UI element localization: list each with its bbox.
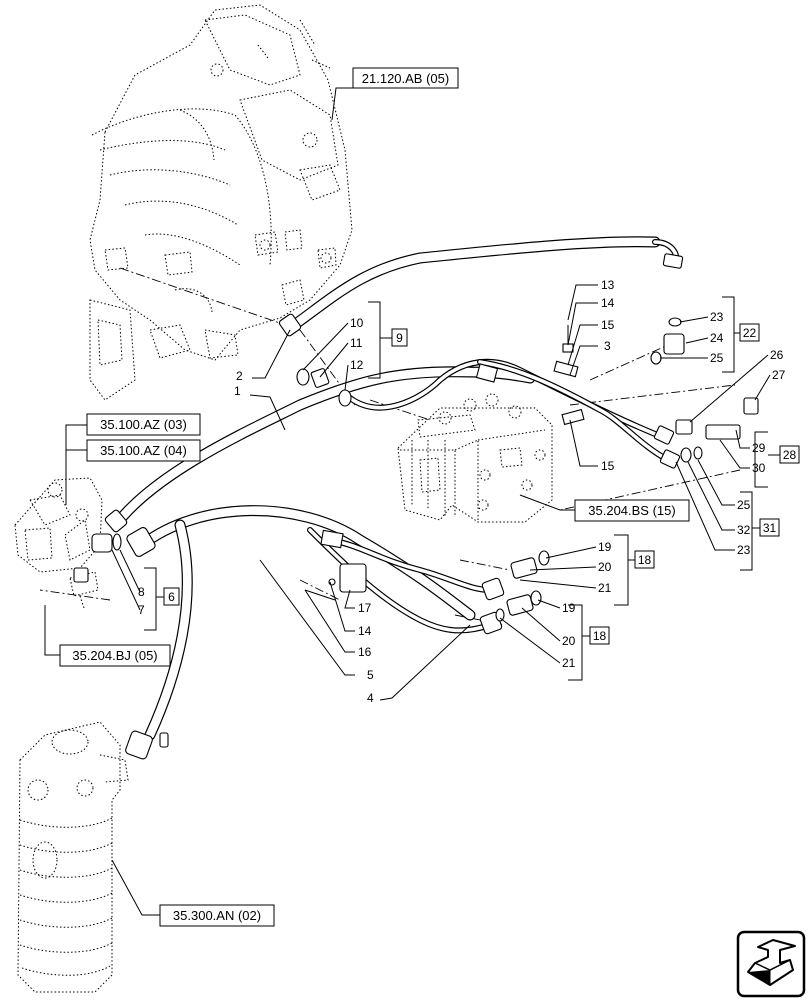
callout-2[interactable]: 2 [236,369,243,383]
callout-7[interactable]: 7 [138,603,145,617]
callout-17[interactable]: 17 [358,601,372,615]
group-6[interactable]: 6 [168,590,175,604]
callout-14-upper[interactable]: 14 [601,296,615,310]
ref-35-300-an-02-box[interactable] [159,904,275,927]
hydraulic-pump [14,477,103,609]
reference-labels: 21.120.AB (05) 35.100.AZ (03) 35.100.AZ … [59,67,690,927]
callout-30[interactable]: 30 [752,461,766,475]
ref-35-204-bj-05[interactable]: 35.204.BJ (05) [72,648,157,663]
callout-27[interactable]: 27 [772,368,786,382]
group-18-lower[interactable]: 18 [593,629,607,643]
callout-16[interactable]: 16 [358,645,372,659]
callout-26[interactable]: 26 [770,348,784,362]
leader-lines [44,87,780,916]
ref-35-204-bs-15-box[interactable] [574,499,690,522]
callout-29[interactable]: 29 [752,441,766,455]
control-valve-block [397,393,553,523]
group-18-lower-box[interactable] [589,626,610,645]
callout-32[interactable]: 32 [737,523,751,537]
callout-3[interactable]: 3 [604,339,611,353]
callout-13[interactable]: 13 [601,278,615,292]
group-31-box[interactable] [759,518,780,537]
callout-20-lower[interactable]: 20 [562,634,576,648]
hose-2 [278,236,684,337]
pipe-3 [347,358,681,469]
callout-numbers: 1 2 3 4 5 7 8 10 11 12 13 14 15 14 16 17… [138,278,786,705]
ref-35-100-az-03-box[interactable] [86,413,201,436]
ref-35-300-an-02[interactable]: 35.300.AN (02) [173,908,261,923]
callout-25-upper[interactable]: 25 [710,351,724,365]
callout-8[interactable]: 8 [138,585,145,599]
ref-35-204-bj-05-box[interactable] [59,644,171,667]
fittings [73,317,759,748]
filter-housing [17,721,129,993]
ref-35-100-az-04[interactable]: 35.100.AZ (04) [100,443,187,458]
callout-21-upper[interactable]: 21 [598,581,612,595]
group-22[interactable]: 22 [743,326,757,340]
group-18-upper-box[interactable] [634,550,655,569]
group-22-box[interactable] [739,323,760,342]
group-6-box[interactable] [163,587,180,606]
group-28-box[interactable] [779,445,800,464]
callout-24[interactable]: 24 [710,331,724,345]
callout-11[interactable]: 11 [350,336,363,350]
ref-35-100-az-03[interactable]: 35.100.AZ (03) [100,417,187,432]
callout-5[interactable]: 5 [367,668,374,682]
callout-15-upper[interactable]: 15 [601,318,615,332]
callout-20-upper[interactable]: 20 [598,560,612,574]
ref-21-120-ab-05-box[interactable] [352,67,459,89]
ref-35-100-az-04-box[interactable] [86,439,201,462]
callout-19-lower[interactable]: 19 [562,601,576,615]
callout-25-lower[interactable]: 25 [737,498,751,512]
pipe-5 [307,527,505,635]
group-labels: 9 22 28 31 18 18 6 [163,323,800,645]
callout-12[interactable]: 12 [350,358,364,372]
group-18-upper[interactable]: 18 [638,553,652,567]
callout-23-upper[interactable]: 23 [710,310,724,324]
hose-4 [125,505,476,760]
callout-10[interactable]: 10 [350,316,364,330]
callout-19-upper[interactable]: 19 [598,540,612,554]
next-page-arrow-icon[interactable] [736,930,806,998]
group-9-box[interactable] [391,328,408,347]
callout-21-lower[interactable]: 21 [562,656,576,670]
callout-14-lower[interactable]: 14 [358,624,372,638]
callout-23-lower[interactable]: 23 [737,543,751,557]
group-31[interactable]: 31 [763,521,777,535]
callout-1[interactable]: 1 [234,384,241,398]
transmission-housing [89,4,353,401]
centre-lines [39,267,741,626]
group-9[interactable]: 9 [396,331,403,345]
callout-4[interactable]: 4 [367,691,374,705]
group-28[interactable]: 28 [783,448,797,462]
callout-15-lower[interactable]: 15 [601,459,615,473]
ref-21-120-ab-05[interactable]: 21.120.AB (05) [362,71,449,86]
ref-35-204-bs-15[interactable]: 35.204.BS (15) [588,503,675,518]
